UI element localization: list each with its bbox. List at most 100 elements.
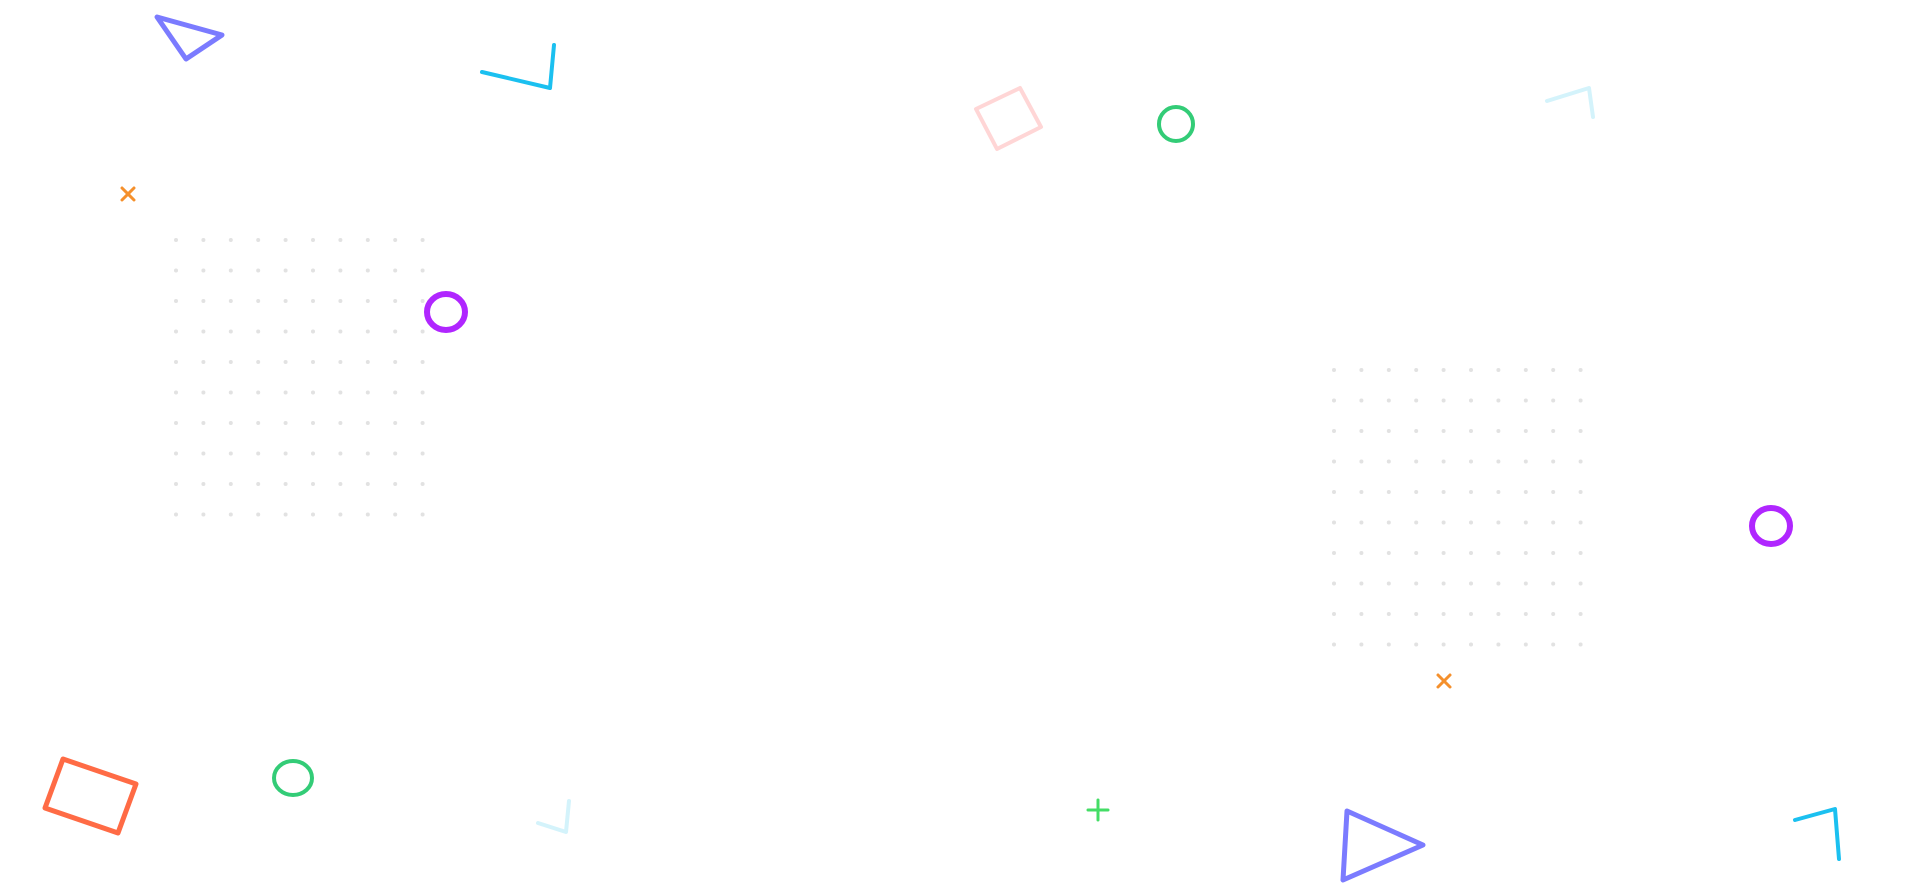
grid-dot	[1551, 490, 1556, 494]
grid-dot	[1359, 368, 1364, 372]
grid-dot	[1551, 368, 1556, 372]
grid-dot	[420, 421, 425, 425]
grid-dot	[201, 329, 206, 334]
grid-dot	[1359, 581, 1364, 586]
grid-dot	[1496, 429, 1501, 433]
grid-dot	[1496, 581, 1501, 586]
dot-grid-right	[1332, 368, 1583, 647]
grid-dot	[1386, 398, 1391, 403]
grid-dot	[283, 268, 288, 273]
grid-dot	[420, 360, 425, 364]
grid-dot	[283, 390, 288, 395]
grid-dot	[256, 329, 261, 334]
grid-dot	[393, 299, 398, 303]
grid-dot	[365, 390, 370, 395]
grid-dot	[174, 299, 178, 303]
grid-dot	[201, 299, 206, 303]
grid-dot	[1578, 398, 1583, 403]
grid-dot	[420, 238, 425, 242]
grid-dot	[365, 512, 370, 517]
grid-dot	[338, 451, 343, 456]
square-icon	[974, 86, 1043, 151]
grid-dot	[201, 238, 206, 242]
grid-dot	[338, 390, 343, 395]
grid-dot	[174, 451, 178, 456]
grid-dot	[256, 390, 261, 395]
grid-dot	[228, 268, 233, 273]
grid-dot	[1386, 612, 1391, 616]
grid-dot	[1386, 581, 1391, 586]
grid-dot	[1496, 398, 1501, 403]
grid-dot	[1414, 398, 1419, 403]
grid-dot	[1332, 459, 1336, 464]
grid-dot	[1332, 551, 1336, 555]
grid-dot	[1359, 520, 1364, 525]
grid-dot	[1496, 612, 1501, 616]
grid-dot	[174, 482, 178, 486]
grid-dot	[228, 390, 233, 395]
cross-icon	[1436, 673, 1452, 689]
grid-dot	[420, 329, 425, 334]
grid-dot	[201, 390, 206, 395]
grid-dot	[1441, 581, 1446, 586]
grid-dot	[228, 329, 233, 334]
grid-dot	[228, 512, 233, 517]
grid-dot	[311, 329, 315, 334]
grid-dot	[365, 360, 370, 364]
chevron-icon	[480, 43, 556, 90]
grid-dot	[1414, 459, 1419, 464]
grid-dot	[256, 268, 261, 273]
grid-dot	[1469, 551, 1473, 555]
grid-dot	[338, 512, 343, 517]
grid-dot	[1469, 520, 1473, 525]
grid-dot	[365, 421, 370, 425]
grid-dot	[1578, 551, 1583, 555]
grid-dot	[1386, 429, 1391, 433]
grid-dot	[1551, 520, 1556, 525]
grid-dot	[420, 390, 425, 395]
grid-dot	[1496, 490, 1501, 494]
circle-icon	[1157, 105, 1195, 143]
grid-dot	[393, 451, 398, 456]
grid-dot	[283, 360, 288, 364]
grid-dot	[228, 360, 233, 364]
grid-dot	[228, 238, 233, 242]
circle-icon	[272, 759, 314, 797]
grid-dot	[393, 360, 398, 364]
grid-dot	[201, 421, 206, 425]
grid-dot	[420, 268, 425, 273]
dot-grid-left	[174, 238, 425, 517]
grid-dot	[1523, 490, 1528, 494]
grid-dot	[1441, 490, 1446, 494]
grid-dot	[283, 482, 288, 486]
square-icon	[42, 756, 139, 836]
grid-dot	[1359, 551, 1364, 555]
grid-dot	[1523, 612, 1528, 616]
grid-dot	[1386, 642, 1391, 647]
grid-dot	[1441, 520, 1446, 525]
grid-dot	[201, 360, 206, 364]
grid-dot	[1523, 642, 1528, 647]
grid-dot	[1523, 520, 1528, 525]
grid-dot	[1469, 459, 1473, 464]
grid-dot	[365, 451, 370, 456]
grid-dot	[174, 390, 178, 395]
grid-dot	[1469, 490, 1473, 494]
grid-dot	[365, 268, 370, 273]
chevron-icon	[536, 799, 571, 834]
grid-dot	[256, 238, 261, 242]
circle-icon	[1749, 505, 1793, 547]
grid-dot	[1441, 642, 1446, 647]
grid-dot	[1469, 581, 1473, 586]
grid-dot	[283, 238, 288, 242]
grid-dot	[1496, 459, 1501, 464]
chevron-icon	[1793, 807, 1841, 861]
grid-dot	[393, 482, 398, 486]
grid-dot	[201, 451, 206, 456]
grid-dot	[1414, 642, 1419, 647]
grid-dot	[256, 360, 261, 364]
triangle-icon	[1340, 808, 1426, 883]
grid-dot	[228, 299, 233, 303]
grid-dot	[1359, 429, 1364, 433]
